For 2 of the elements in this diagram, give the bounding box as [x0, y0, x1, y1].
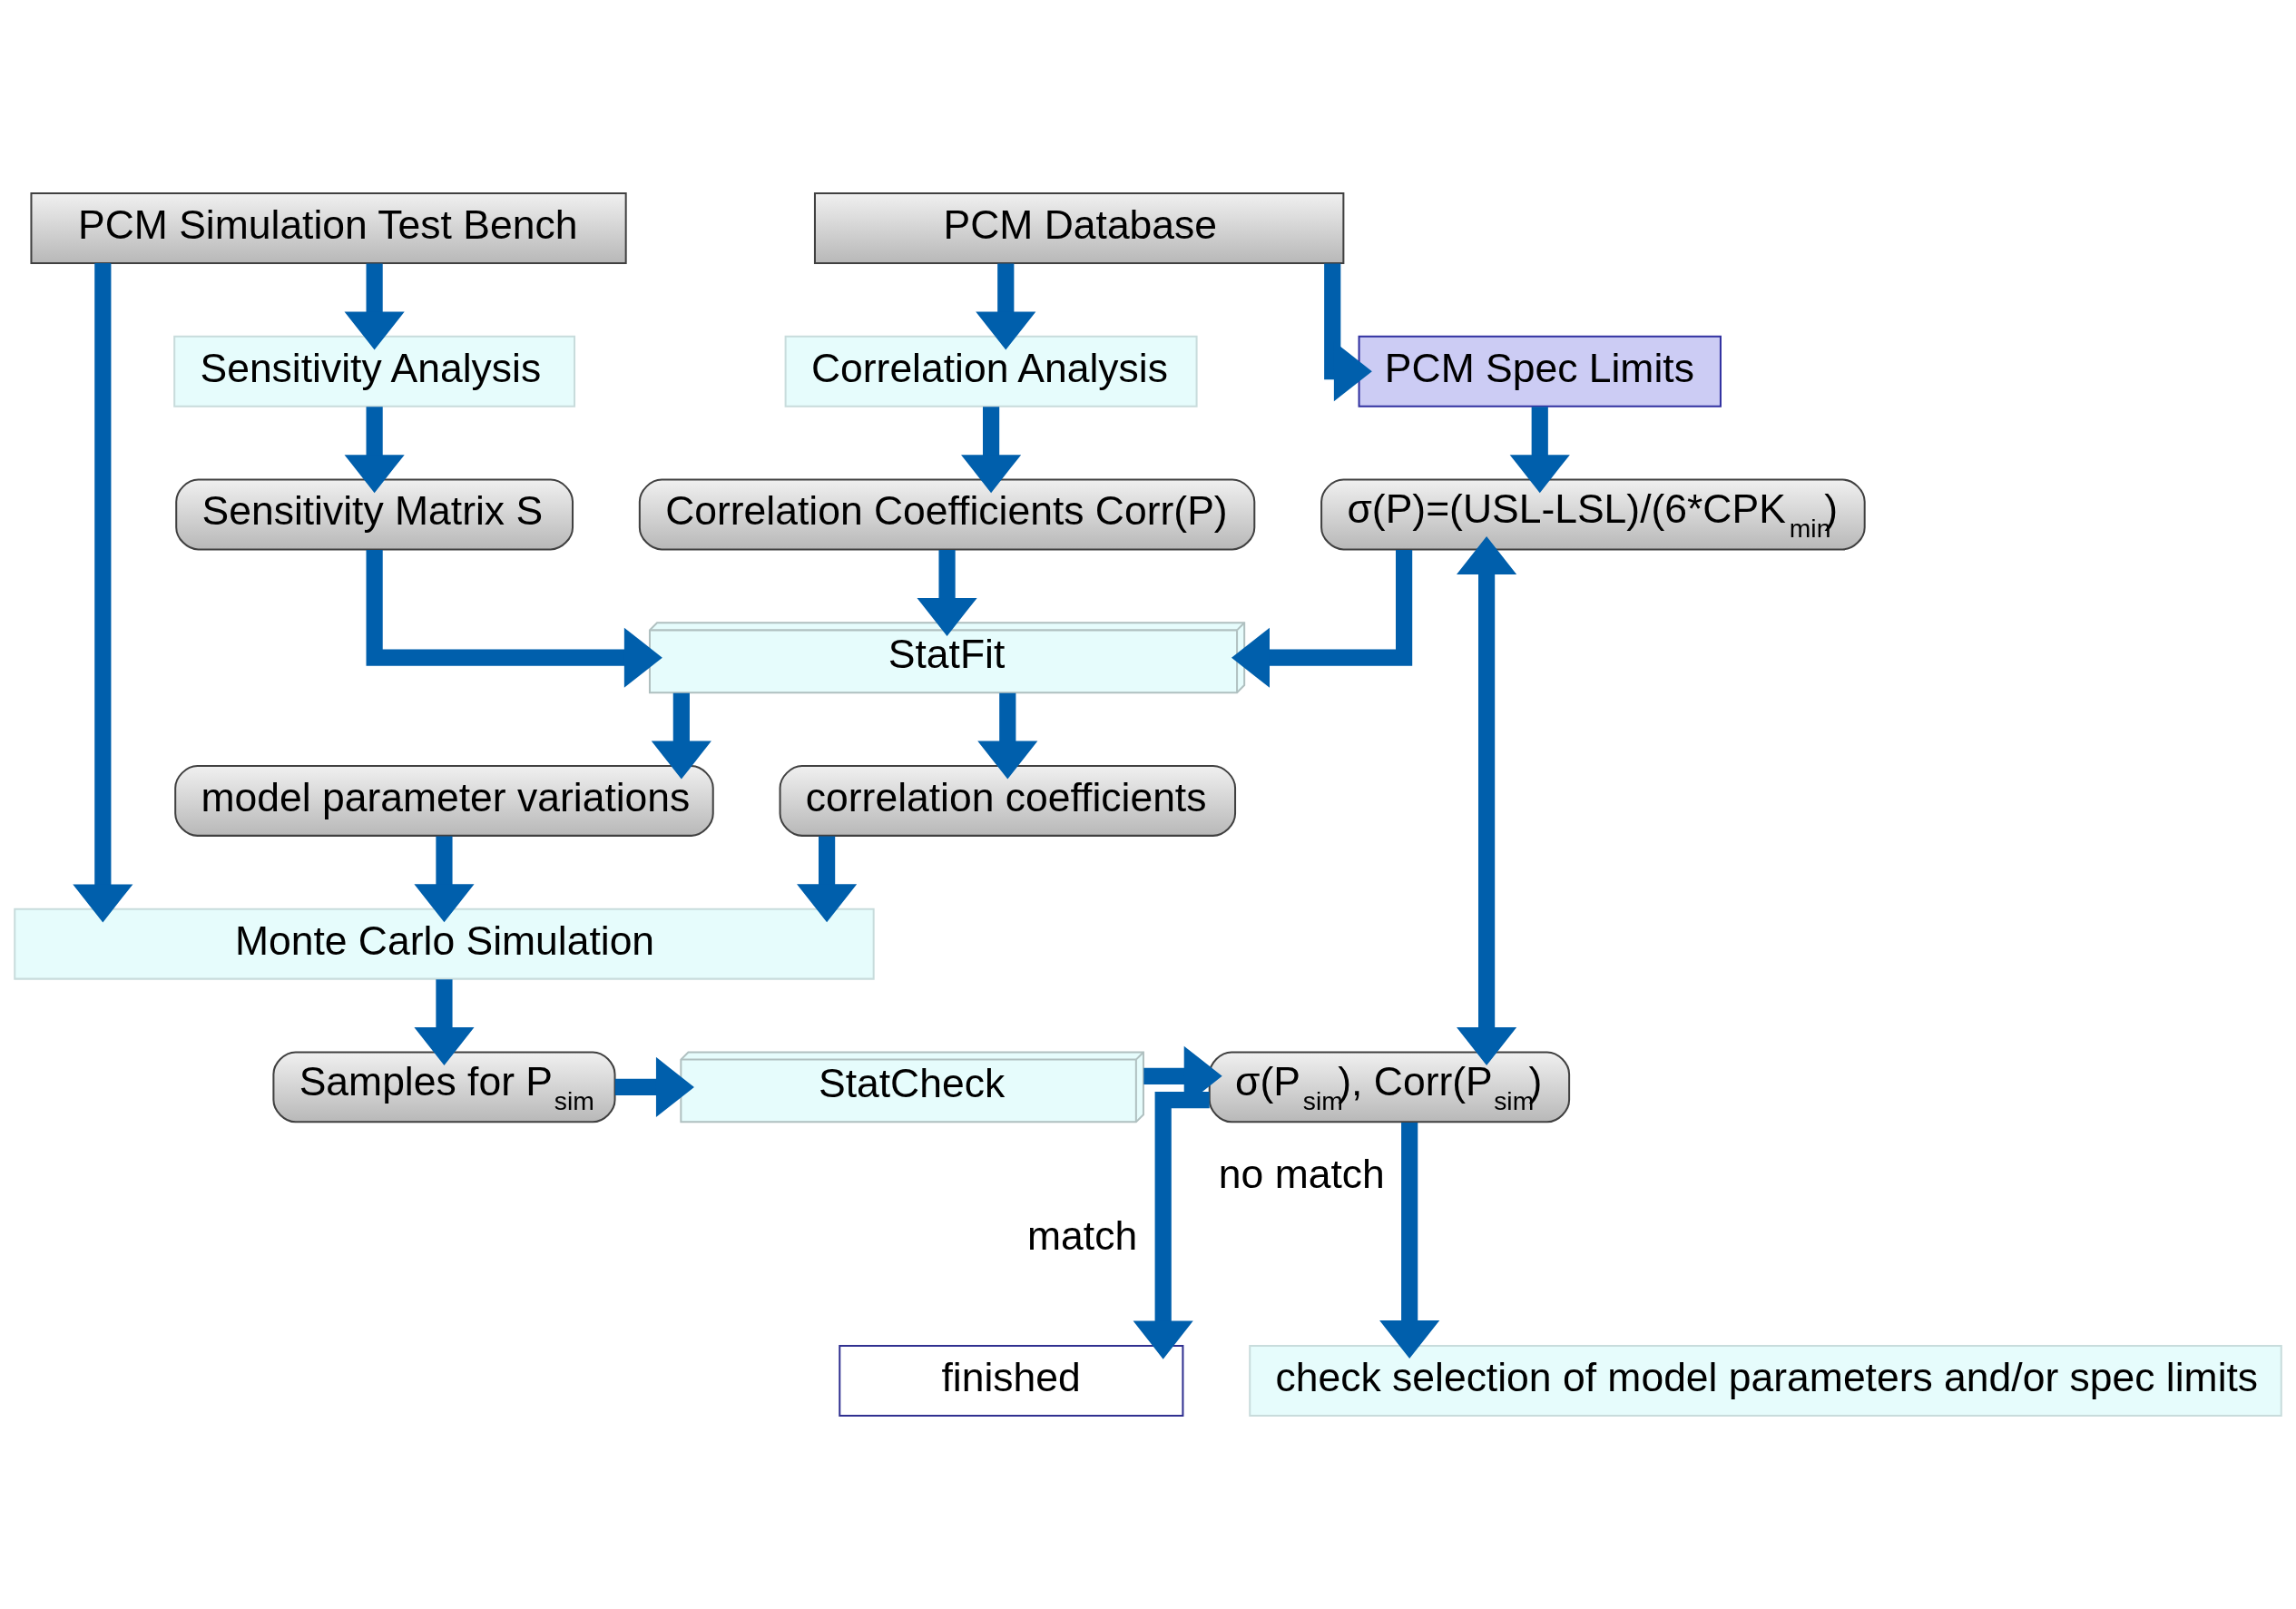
edge-label: no match — [1218, 1152, 1385, 1197]
edge-label: match — [1027, 1212, 1138, 1258]
